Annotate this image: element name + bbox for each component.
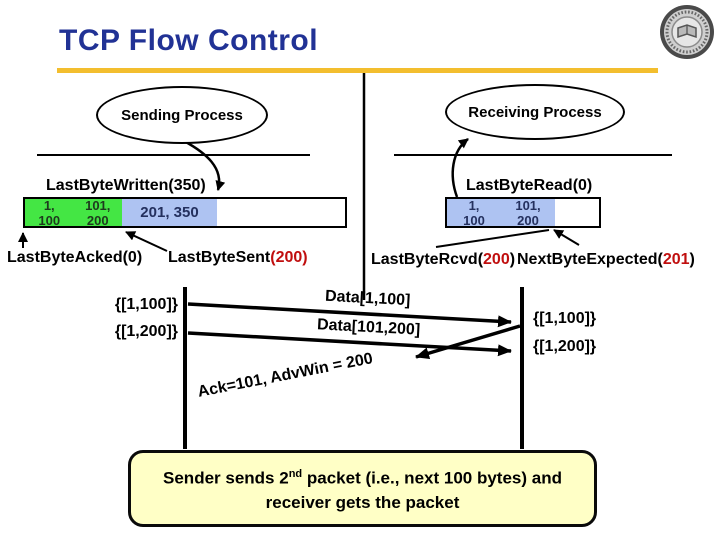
caption-box: Sender sends 2nd packet (i.e., next 100 … (128, 450, 597, 527)
sender-buffer-free-cell (217, 199, 345, 226)
sender-set-2: {[1,200]} (114, 323, 178, 340)
next-byte-expected-pointer-arrow (553, 229, 580, 246)
receiver-buffer-free-cell (555, 199, 599, 226)
sender-set-1: {[1,100]} (114, 296, 178, 313)
caption-superscript: nd (288, 468, 303, 481)
sending-process-label: Sending Process (121, 106, 243, 124)
data-1-100-message-label: Data[1,100] (324, 287, 411, 310)
ack-in-flight-arrow (415, 324, 521, 360)
receiving-process-ellipse: Receiving Process (445, 84, 625, 140)
receiver-set-2: {[1,200]} (533, 338, 597, 355)
receiver-set-1: {[1,100]} (533, 310, 597, 327)
caption-line-2: receiver gets the packet (265, 492, 460, 512)
sender-buffer-unsent-cell: 201, 350 (122, 199, 217, 226)
university-seal-logo (660, 5, 714, 59)
data-101-200-message-label: Data[101,200] (316, 316, 421, 339)
receiver-buffer: 1, 101, 100 200 (445, 197, 601, 228)
caption-line-1: Sender sends 2nd packet (i.e., next 100 … (163, 468, 562, 488)
last-byte-rcvd-pointer-line (435, 229, 550, 248)
ack-advwin-message-label: Ack=101, AdvWin = 200 (196, 350, 375, 401)
receiving-process-label: Receiving Process (468, 103, 602, 121)
title-underline (57, 68, 658, 73)
last-byte-read-label: LastByteRead(0) (466, 177, 593, 194)
last-byte-rcvd-label: LastByteRcvd(200) (371, 251, 516, 268)
last-byte-written-label: LastByteWritten(350) (46, 177, 206, 194)
last-byte-sent-label: LastByteSent(200) (168, 249, 308, 266)
next-byte-expected-label: NextByteExpected(201) (517, 251, 695, 268)
last-byte-acked-label: LastByteAcked(0) (7, 249, 143, 266)
sender-buffer-sent-acked-cell: 1, 101, 100 200 (25, 199, 122, 227)
page-title: TCP Flow Control (59, 24, 319, 57)
sender-buffer: 1, 101, 100 200 201, 350 (23, 197, 347, 228)
sending-process-ellipse: Sending Process (96, 86, 268, 144)
receiver-buffer-received-cell: 1, 101, 100 200 (447, 199, 555, 227)
